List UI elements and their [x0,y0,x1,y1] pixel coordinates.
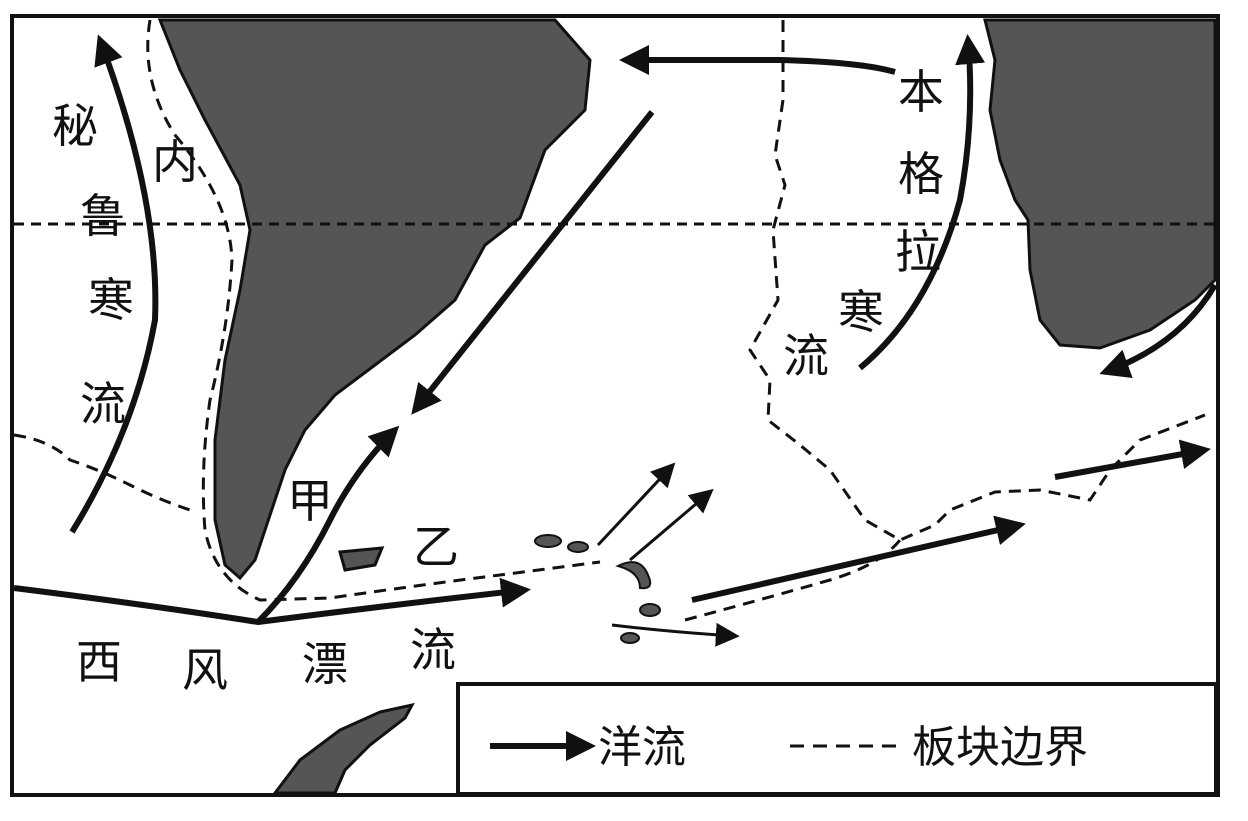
circumpolar-current-arrow [691,515,1026,603]
legend-current-label: 洋流 [598,722,686,773]
island-arc [615,561,652,590]
africa-land [983,18,1217,350]
legend-boundary-label: 板块边界 [912,722,1088,773]
south-equatorial-current-arrow [619,45,896,75]
island [639,603,661,617]
plate-boundary-ridge [748,20,1206,542]
label-benguela-3: 拉 [895,225,941,279]
legend: 洋流 板块边界 [456,682,1218,796]
label-benguela-4: 寒 [838,285,884,339]
label-benguela-5: 流 [783,329,829,383]
falkland-current-arrow [255,425,400,625]
west-wind-drift-arrow [13,577,531,626]
label-nei: 内 [152,135,198,189]
falkland-island [338,546,385,572]
label-peru-3: 寒 [88,273,134,327]
benguela-cold-current-arrow [858,34,986,371]
label-benguela-2: 格 [898,147,944,201]
label-west-wind-2: 风 [182,643,228,697]
label-benguela-1: 本 [898,65,944,119]
island [567,541,589,553]
peru-cold-current-arrow [69,34,159,534]
label-yi: 乙 [413,520,459,574]
label-west-wind-3: 漂 [302,637,348,691]
minor-current-arrow [611,622,740,647]
island [534,534,562,548]
circumpolar-current-arrow [1054,439,1211,480]
plate-boundary [146,19,601,602]
label-peru-4: 流 [80,377,126,431]
label-peru-2: 鲁 [80,189,126,243]
label-jia: 甲 [287,474,333,528]
agulhas-current-arrow [1099,283,1218,378]
label-west-wind-1: 西 [76,635,122,689]
south-america-land [157,18,592,581]
minor-current-arrow [629,488,714,562]
antarctic-peninsula-land [271,702,415,795]
brazil-current-arrow [411,110,655,415]
minor-current-arrow [596,462,676,547]
plate-boundary [13,433,191,512]
label-west-wind-4: 流 [410,623,456,677]
label-peru-1: 秘 [52,99,98,153]
island [620,632,640,644]
legend-box [456,682,1218,796]
